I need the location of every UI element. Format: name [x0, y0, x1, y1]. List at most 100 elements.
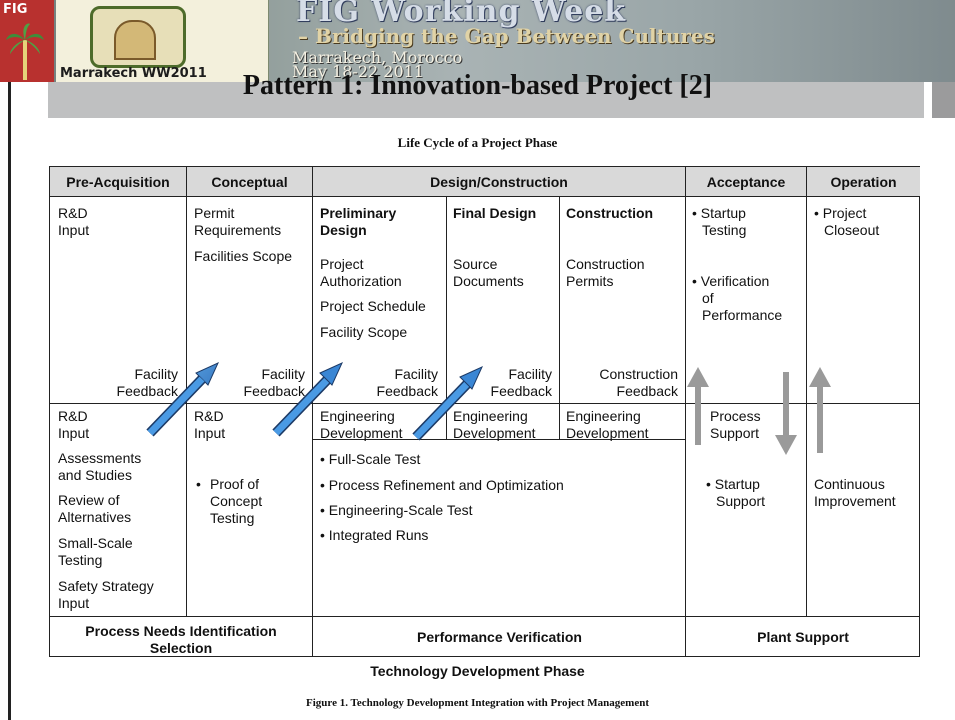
continuous-improvement: Improvement: [814, 493, 896, 509]
feedback-label: Feedback: [376, 383, 438, 399]
lower-pre-acq: Testing: [58, 552, 103, 568]
feedback-arrow-icon: [412, 365, 484, 441]
header-pre-acquisition: Pre-Acquisition: [50, 167, 187, 197]
row-divider: [312, 439, 686, 440]
acceptance-item: Testing: [702, 222, 747, 238]
header-design-construction: Design/Construction: [313, 167, 686, 197]
up-arrow-icon: [809, 367, 831, 453]
feedback-label: Feedback: [490, 383, 552, 399]
col-divider: [186, 197, 187, 616]
lower-conceptual: R&D: [194, 408, 224, 424]
title-bar: [48, 82, 924, 118]
prelim-item: Project: [320, 256, 364, 272]
lower-conceptual: Input: [194, 425, 226, 441]
footer-process-needs: Process Needs Identification: [85, 623, 277, 639]
engineering-development: Development: [566, 425, 649, 441]
prelim-item: Project Schedule: [320, 298, 426, 314]
lower-pre-acq: Review of: [58, 492, 120, 508]
process-support: Process: [710, 408, 761, 424]
final-design-title: Final Design: [453, 205, 537, 221]
feedback-label: Feedback: [116, 383, 178, 399]
permit-requirements-line2: Requirements: [194, 222, 282, 238]
test-bullet: • Full-Scale Test: [320, 451, 421, 467]
col-divider: [559, 197, 560, 439]
header-acceptance: Acceptance: [686, 167, 807, 197]
lower-pre-acq: Small-Scale: [58, 535, 133, 551]
feedback-label: Facility: [394, 366, 438, 382]
lower-pre-acq: Safety Strategy: [58, 578, 154, 594]
feedback-label: Facility: [508, 366, 552, 382]
feedback-label: Feedback: [243, 383, 305, 399]
header-operation: Operation: [807, 167, 920, 197]
col-divider: [446, 197, 447, 403]
row-divider: [50, 616, 920, 617]
row-divider: [50, 403, 920, 404]
event-title: FIG Working Week: [296, 0, 627, 29]
operation-item: • Project: [814, 205, 867, 221]
operation-item: Closeout: [824, 222, 880, 238]
feedback-label: Feedback: [616, 383, 678, 399]
preliminary-design-title-2: Design: [320, 222, 367, 238]
construction-item: Permits: [566, 273, 614, 289]
test-bullet: • Integrated Runs: [320, 527, 429, 543]
technology-development-phase: Technology Development Phase: [370, 663, 585, 679]
event-location: Marrakech, Morocco: [292, 48, 463, 67]
preliminary-design-title-1: Preliminary: [320, 205, 397, 221]
acceptance-item: Performance: [702, 307, 783, 323]
working-week-logo: Marrakech WW2011: [56, 0, 269, 82]
slide-title: Pattern 1: Innovation-based Project [2]: [242, 70, 713, 101]
engineering-development: Development: [320, 425, 403, 441]
acceptance-item: of: [702, 290, 714, 306]
prelim-item: Facility Scope: [320, 324, 408, 340]
feedback-label: Facility: [261, 366, 305, 382]
test-bullet: • Process Refinement and Optimization: [320, 477, 564, 493]
prelim-item: Authorization: [320, 273, 402, 289]
lower-pre-acq: Input: [58, 425, 90, 441]
footer-plant-support: Plant Support: [757, 629, 849, 645]
engineering-development: Development: [453, 425, 536, 441]
proof-of-concept: Proof of: [210, 476, 260, 492]
palm-tree-icon: [6, 23, 44, 80]
test-bullet: • Engineering-Scale Test: [320, 502, 473, 518]
up-arrow-icon: [687, 367, 709, 445]
lower-pre-acq: Alternatives: [58, 509, 132, 525]
upper-pre-acq-line2: Input: [58, 222, 90, 238]
ww-logo-text: Marrakech WW2011: [60, 66, 207, 81]
engineering-development: Engineering: [566, 408, 641, 424]
left-border: [8, 82, 11, 720]
construction-title: Construction: [566, 205, 654, 221]
right-tab: [932, 82, 955, 118]
startup-support: • Startup: [706, 476, 760, 492]
engineering-development: Engineering: [453, 408, 528, 424]
continuous-improvement: Continuous: [814, 476, 885, 492]
banner-content: FIG Marrakech WW2011 FIG Working Week – …: [0, 0, 955, 82]
startup-support: Support: [716, 493, 766, 509]
col-divider: [312, 197, 313, 657]
feedback-label: Facility: [134, 366, 178, 382]
engineering-development: Engineering: [320, 408, 395, 424]
feedback-arrow-icon: [272, 361, 344, 437]
col-divider: [685, 197, 686, 657]
fig-logo-text: FIG: [3, 2, 28, 17]
acceptance-item: • Verification: [692, 273, 770, 289]
figure-caption: Figure 1. Technology Development Integra…: [306, 697, 649, 709]
proof-of-concept: Testing: [210, 510, 255, 526]
feedback-arrow-icon: [146, 361, 220, 437]
proof-bullet: •: [196, 476, 201, 492]
construction-item: Construction: [566, 256, 645, 272]
event-subtitle: – Bridging the Gap Between Cultures: [298, 24, 715, 48]
col-divider: [446, 403, 447, 439]
event-dates: May 18-22 2011: [292, 62, 424, 81]
acceptance-item: • Startup: [692, 205, 746, 221]
final-design-item: Source: [453, 256, 498, 272]
footer-performance-verification: Performance Verification: [417, 629, 582, 645]
proof-of-concept: Concept: [210, 493, 263, 509]
col-divider: [806, 197, 807, 616]
gate-illustration: [114, 20, 156, 60]
process-support: Support: [710, 425, 760, 441]
permit-requirements-line1: Permit: [194, 205, 235, 221]
fig-logo: FIG: [0, 0, 54, 82]
footer-process-needs: Selection: [149, 640, 213, 656]
lower-pre-acq: and Studies: [58, 467, 132, 483]
facilities-scope: Facilities Scope: [194, 248, 293, 264]
